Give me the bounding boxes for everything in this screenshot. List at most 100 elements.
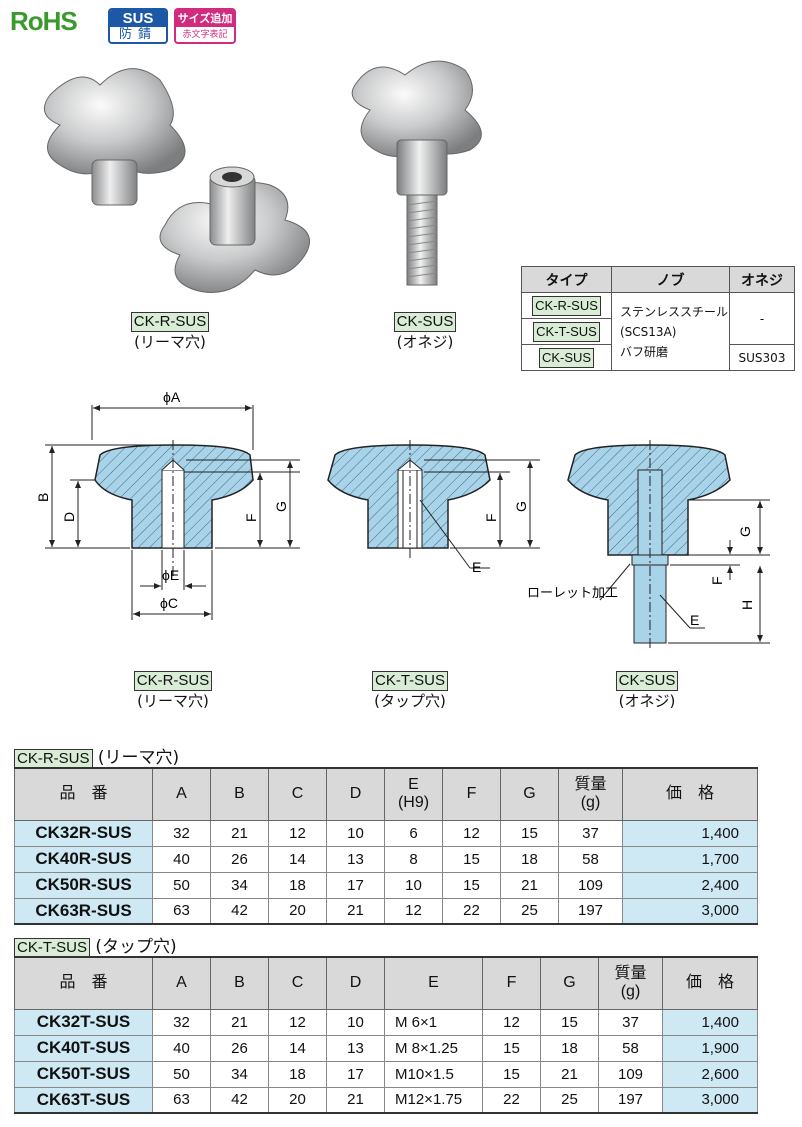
table-row: CK63R-SUS 63 42 20 21 12 22 25 197 3,000: [14, 897, 758, 925]
table-r-title: CK-R-SUS (リーマ穴): [14, 743, 179, 769]
cell: 18: [500, 845, 559, 873]
col-d: D: [326, 956, 385, 1010]
cell: 58: [558, 845, 623, 873]
mat-screw-top: -: [729, 292, 795, 345]
col-mass: 質量 (g): [558, 767, 623, 821]
cell: 13: [326, 1034, 385, 1062]
col-c: C: [268, 956, 327, 1010]
cell: 42: [210, 897, 269, 925]
dim-a: ϕA: [163, 389, 181, 405]
cell: 21: [210, 1008, 269, 1036]
price: 1,900: [662, 1034, 758, 1062]
cell: 32: [152, 1008, 211, 1036]
table-t-title: CK-T-SUS (タップ穴): [14, 932, 177, 958]
dim-e: E: [690, 612, 699, 628]
cell: 12: [442, 819, 501, 847]
cell: 15: [500, 819, 559, 847]
part-number: CK50R-SUS: [14, 871, 153, 899]
cell: 21: [326, 897, 385, 925]
dim-c: ϕC: [160, 595, 178, 611]
col-b: B: [210, 767, 269, 821]
photo-s-caption: (オネジ): [396, 333, 454, 351]
cell: 34: [210, 871, 269, 899]
col-f: F: [442, 767, 501, 821]
table-row: CK50T-SUS 50 34 18 17 M10×1.5 15 21 109 …: [14, 1060, 758, 1088]
table-t-tag: CK-T-SUS: [14, 938, 91, 958]
cell: 34: [210, 1060, 269, 1088]
price: 3,000: [662, 1086, 758, 1114]
cell: 50: [152, 871, 211, 899]
cell: 10: [384, 871, 443, 899]
cell: 18: [268, 1060, 327, 1088]
cell: 17: [326, 871, 385, 899]
mat-screw-bottom: SUS303: [729, 344, 795, 371]
cell: 14: [268, 845, 327, 873]
cell: 37: [558, 819, 623, 847]
photo-r-label: CK-R-SUS (リーマ穴): [95, 311, 245, 352]
col-f: F: [482, 956, 541, 1010]
cell: M 6×1: [384, 1008, 483, 1036]
cell: 58: [598, 1034, 663, 1062]
sus-badge-top: SUS: [110, 10, 166, 27]
col-e: E (H9): [384, 767, 443, 821]
cell: 12: [268, 1008, 327, 1036]
dim-d: D: [61, 512, 77, 522]
price: 3,000: [622, 897, 758, 925]
cell: 20: [268, 1086, 327, 1114]
price: 2,600: [662, 1060, 758, 1088]
cell: 197: [558, 897, 623, 925]
mat-type-cell: CK-SUS: [521, 344, 612, 371]
mat-type-s: CK-SUS: [538, 347, 595, 368]
drawing-t-caption: (タップ穴): [374, 692, 446, 710]
table-row: CK32T-SUS 32 21 12 10 M 6×1 12 15 37 1,4…: [14, 1008, 758, 1036]
cell: 42: [210, 1086, 269, 1114]
table-t: 品 番 A B C D E F G 質量 (g) 価 格 CK32T-SUS 3…: [14, 956, 758, 1114]
cell: 6: [384, 819, 443, 847]
cell: 12: [384, 897, 443, 925]
mat-type-t: CK-T-SUS: [533, 321, 600, 342]
drawing-s: G F H E ローレット加工: [527, 440, 770, 650]
cell: M12×1.75: [384, 1086, 483, 1114]
cell: 14: [268, 1034, 327, 1062]
dim-f: F: [483, 513, 499, 522]
dim-g: G: [737, 526, 753, 537]
mat-header-knob: ノブ: [611, 266, 730, 293]
col-a: A: [152, 956, 211, 1010]
table-t-subtitle: (タップ穴): [95, 937, 177, 957]
cell: 25: [540, 1086, 599, 1114]
photo-s-tag: CK-SUS: [393, 312, 457, 332]
rohs-logo: RoHS: [10, 6, 78, 36]
col-mass: 質量 (g): [598, 956, 663, 1010]
drawing-r-caption: (リーマ穴): [137, 692, 209, 710]
knurl-label: ローレット加工: [527, 586, 618, 601]
cell: 37: [598, 1008, 663, 1036]
size-badge-bottom: 赤文字表記: [182, 30, 228, 40]
dim-f: F: [709, 576, 725, 585]
drawing-t-tag: CK-T-SUS: [371, 671, 448, 691]
table-r-tag: CK-R-SUS: [14, 749, 93, 769]
cell: 22: [482, 1086, 541, 1114]
cell: 15: [482, 1060, 541, 1088]
material-table: タイプ ノブ オネジ CK-R-SUS ステンレススチール (SCS13A) バ…: [521, 266, 795, 371]
cell: M10×1.5: [384, 1060, 483, 1088]
cell: 40: [152, 845, 211, 873]
col-g: G: [500, 767, 559, 821]
cell: 20: [268, 897, 327, 925]
table-row: CK40T-SUS 40 26 14 13 M 8×1.25 15 18 58 …: [14, 1034, 758, 1062]
cell: 10: [326, 1008, 385, 1036]
mat-header-type: タイプ: [521, 266, 612, 293]
cell: 22: [442, 897, 501, 925]
part-number: CK40R-SUS: [14, 845, 153, 873]
ck-r-sus-photo: [43, 68, 310, 293]
drawing-s-label: CK-SUS (オネジ): [572, 670, 722, 711]
cell: 63: [152, 1086, 211, 1114]
drawing-t-label: CK-T-SUS (タップ穴): [335, 670, 485, 711]
mat-knob-cell: ステンレススチール (SCS13A) バフ研磨: [611, 292, 730, 371]
mat-knob-line1: ステンレススチール: [620, 304, 729, 319]
table-r: 品 番 A B C D E (H9) F G 質量 (g) 価 格 CK32R-…: [14, 767, 758, 925]
dim-g: G: [513, 501, 529, 512]
mat-type-r: CK-R-SUS: [532, 295, 601, 316]
cell: 17: [326, 1060, 385, 1088]
dim-e: ϕE: [162, 567, 179, 583]
cell: 15: [442, 871, 501, 899]
